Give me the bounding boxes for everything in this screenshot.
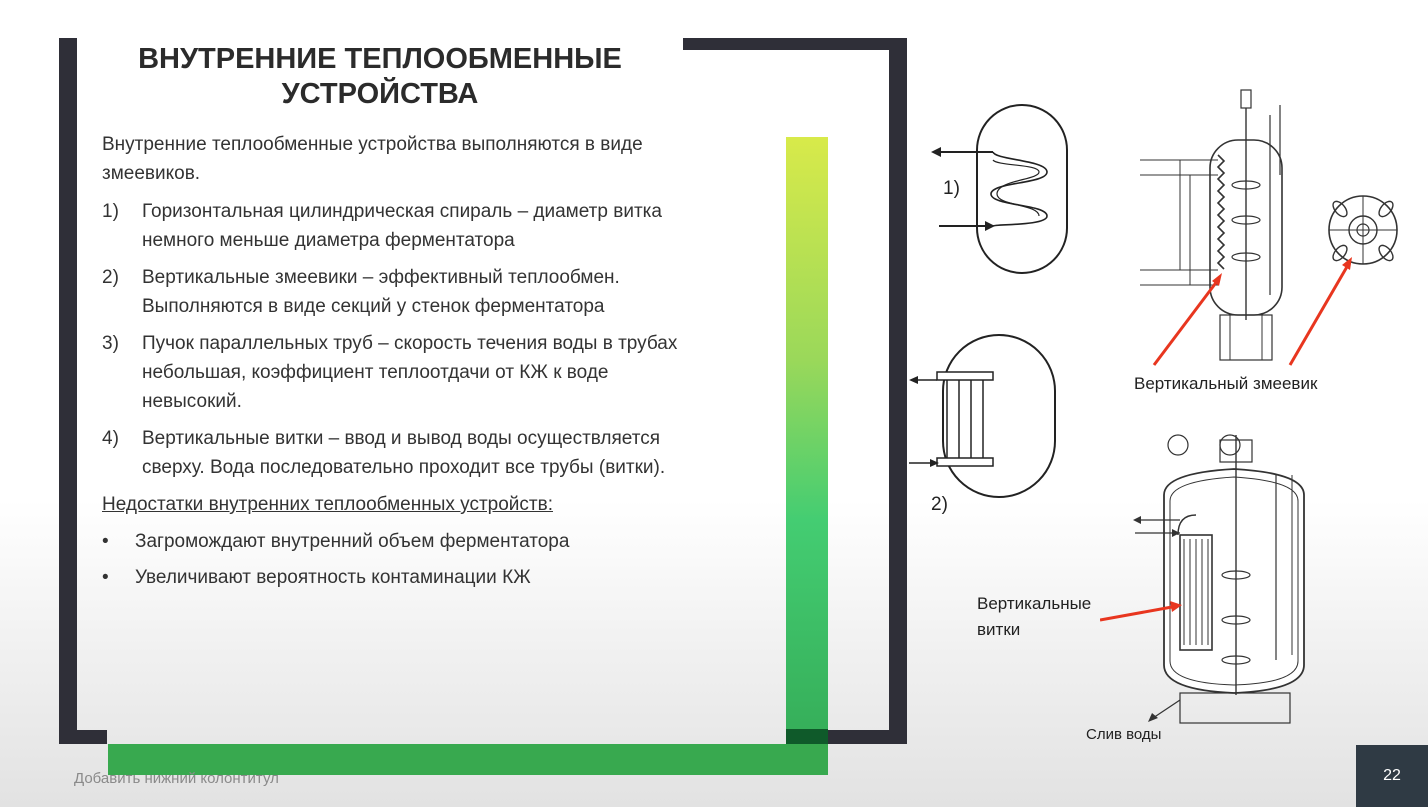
green-accent-horizontal: [108, 744, 828, 775]
frame-bottom-right-bar: [828, 730, 907, 744]
caption-vertical-coil: Вертикальный змеевик: [1134, 374, 1318, 393]
horizontal-spiral-diagram: [931, 104, 1068, 274]
page-number-badge: 22: [1356, 745, 1428, 807]
list-item-text: Пучок параллельных труб – скорость течен…: [142, 333, 678, 412]
frame-bottom-left-bar: [59, 730, 107, 744]
bullet-marker: •: [102, 531, 109, 552]
list-marker: 3): [102, 333, 119, 354]
caption-vertical-turns: Вертикальные витки: [977, 594, 1092, 639]
list-item: 4) Вертикальные витки – ввод и вывод воды…: [102, 424, 702, 482]
slide-content: Внутренние теплообменные устройства выпо…: [102, 130, 702, 599]
list-marker: 2): [102, 267, 119, 288]
list-item-text: Загромождают внутренний объем ферментато…: [135, 531, 570, 552]
frame-top-right-bar: [683, 38, 907, 50]
vertical-coil-fermenter-diagram: [1140, 89, 1398, 366]
intro-text: Внутренние теплообменные устройства выпо…: [102, 134, 643, 184]
list-item-text: Горизонтальная цилиндрическая спираль – …: [142, 201, 662, 251]
list-item-text: Вертикальные витки – ввод и вывод воды о…: [142, 428, 666, 478]
numbered-list: 1) Горизонтальная цилиндрическая спираль …: [102, 197, 702, 482]
vertical-turns-fermenter-diagram: [1100, 434, 1305, 724]
list-item: • Загромождают внутренний объем ферментат…: [102, 527, 702, 556]
figure-label-1: 1): [943, 178, 960, 199]
figure-label-2: 2): [931, 494, 948, 515]
frame-right-bar: [889, 38, 907, 744]
caption-water-drain: Слив воды: [1086, 726, 1162, 743]
tube-bundle-diagram: [909, 334, 1056, 498]
footer-placeholder: Добавить нижний колонтитул: [74, 770, 279, 787]
frame-left-bar: [59, 38, 77, 744]
bullet-marker: •: [102, 567, 109, 588]
list-item-text: Вертикальные змеевики – эффективный тепл…: [142, 267, 620, 317]
list-marker: 4): [102, 428, 119, 449]
drawbacks-heading: Недостатки внутренних теплообменных устр…: [102, 494, 553, 515]
frame-top-left-bar: [59, 38, 77, 50]
list-item: • Увеличивают вероятность контаминации КЖ: [102, 563, 702, 592]
list-item: 3) Пучок параллельных труб – скорость теч…: [102, 329, 702, 416]
drawbacks-list: • Загромождают внутренний объем ферментат…: [102, 527, 702, 592]
list-marker: 1): [102, 201, 119, 222]
slide-title: ВНУТРЕННИЕ ТЕПЛООБМЕННЫЕ УСТРОЙСТВА: [138, 43, 622, 110]
green-accent-corner: [786, 729, 828, 744]
list-item-text: Увеличивают вероятность контаминации КЖ: [135, 567, 531, 588]
list-item: 1) Горизонтальная цилиндрическая спираль …: [102, 197, 702, 255]
list-item: 2) Вертикальные змеевики – эффективный те…: [102, 263, 702, 321]
green-accent-vertical: [786, 137, 828, 775]
